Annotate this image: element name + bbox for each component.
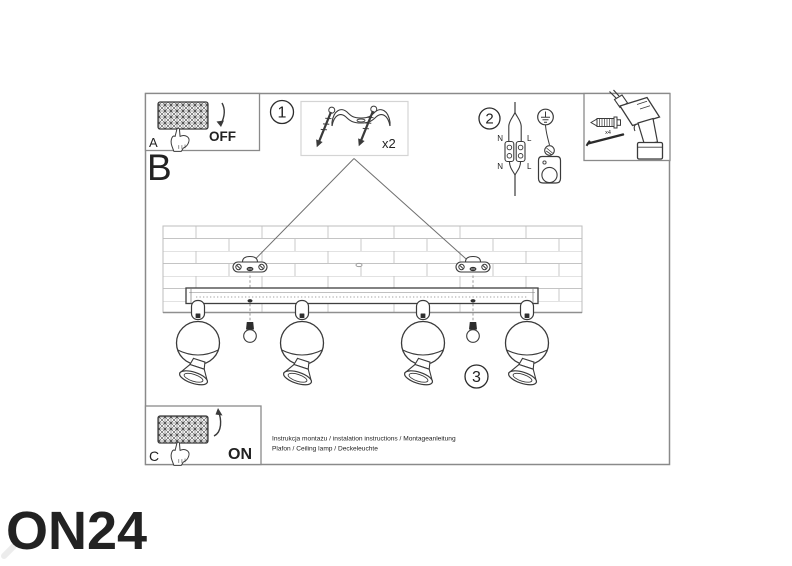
anchor-quantity: x4 <box>605 130 611 136</box>
wire-label-l-bottom: L <box>527 162 532 171</box>
wall-center-hole <box>355 262 363 268</box>
step-2-number: 2 <box>485 111 493 128</box>
spotlight-1 <box>175 299 221 389</box>
step-2: 2 N L N L <box>478 102 562 196</box>
spotlight-2 <box>279 299 325 389</box>
panel-a-label: A <box>149 135 158 150</box>
panel-c: ON C <box>144 405 262 466</box>
panel-a: OFF A <box>144 92 261 152</box>
section-b-label: B <box>147 147 172 188</box>
footer-line-1: Instrukcja montażu / instalation instruc… <box>272 436 456 443</box>
step-2-circle <box>478 107 501 130</box>
drill-icon <box>609 89 664 160</box>
watermark-text: ON24 <box>6 501 147 561</box>
step-1-number: 1 <box>278 105 287 122</box>
step-1-quantity: x2 <box>382 136 396 151</box>
rail-end-caps <box>190 288 534 304</box>
magnifier-handle-icon <box>1 543 17 559</box>
panel-a-action: OFF <box>209 129 236 144</box>
bracket-leader-lines <box>252 158 470 263</box>
wire-label-n-bottom: N <box>497 162 503 171</box>
mounting-bracket-icon <box>331 109 391 127</box>
light-switch-icon <box>157 415 209 444</box>
step-3: 3 <box>464 364 489 389</box>
step-3-circle <box>464 364 489 389</box>
wire-label-l-top: L <box>527 134 532 143</box>
light-switch-icon <box>157 101 209 130</box>
panel-c-label: C <box>149 448 159 464</box>
toolbox: x4 <box>583 89 671 162</box>
lamp-rail <box>185 287 539 305</box>
rail-body <box>185 287 539 305</box>
arrow-head <box>215 408 223 416</box>
spotlight-4 <box>504 299 550 389</box>
terminal-block-icon <box>504 102 526 196</box>
on24-watermark: ON24 <box>1 501 147 561</box>
step-1: 1 x2 <box>269 99 409 157</box>
step-3-number: 3 <box>472 369 481 386</box>
ground-clamp-icon <box>537 124 562 184</box>
step-1-circle <box>269 99 295 125</box>
bulb-right-icon <box>466 321 480 343</box>
panel-c-action: ON <box>228 446 252 463</box>
bulb-left-icon <box>243 321 257 343</box>
rail-screw-right <box>470 299 476 303</box>
rail-screw-left <box>247 299 253 303</box>
footer-line-2: Plafon / Ceiling lamp / Deckeleuchte <box>272 446 378 453</box>
parts-box <box>300 100 409 157</box>
alignment-dashed-lines <box>249 275 474 322</box>
sheet-frame <box>144 92 671 466</box>
spotlight-3 <box>400 299 446 389</box>
wire-label-n-top: N <box>497 134 503 143</box>
ground-symbol-icon <box>537 108 554 126</box>
mounting-screw-icon <box>585 133 625 147</box>
arrow-head <box>216 120 224 127</box>
wall-anchor-icon <box>590 116 621 129</box>
